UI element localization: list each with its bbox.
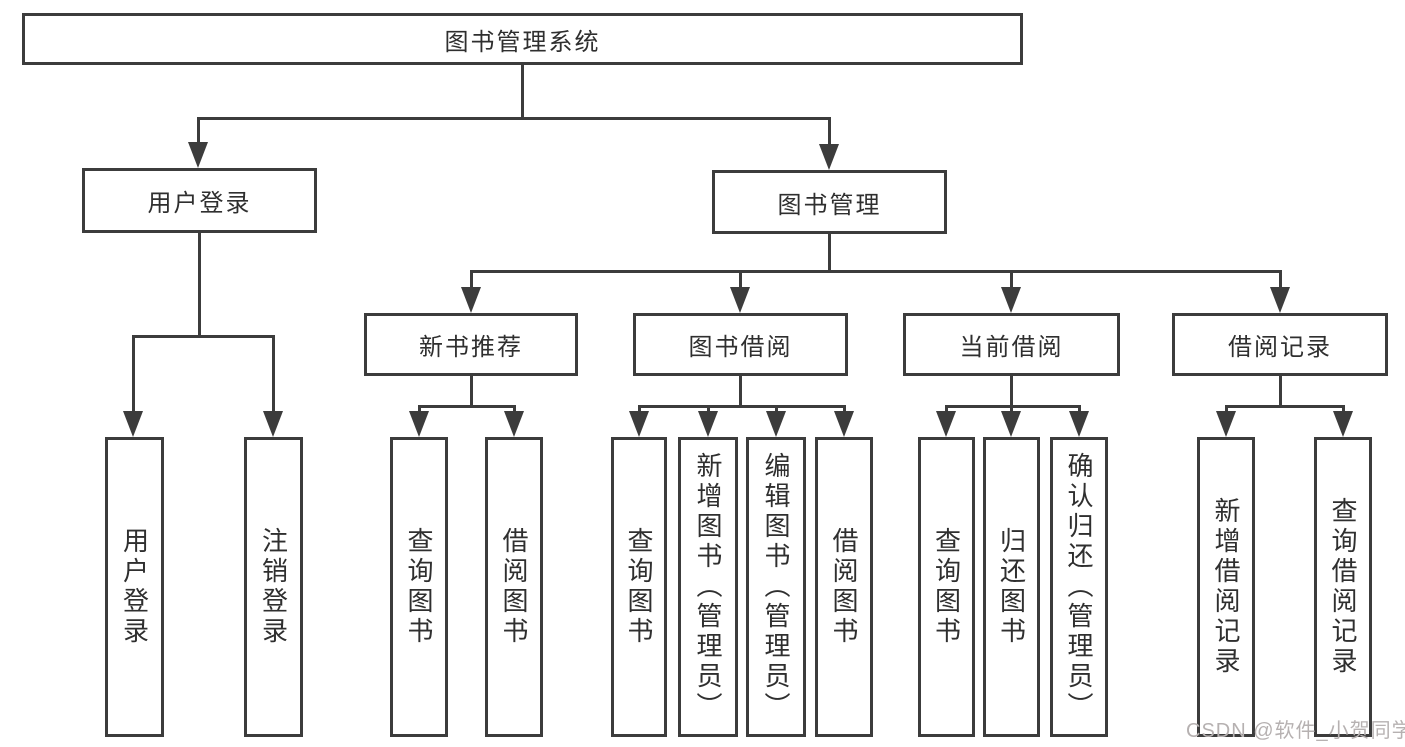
connector-arrow-shaft	[1077, 406, 1081, 415]
node-leaf-query-book-1: 查询图书	[390, 437, 448, 737]
arrow-down-icon	[730, 287, 750, 313]
connector-arrow-shaft	[271, 336, 275, 415]
arrow-down-icon	[936, 411, 956, 437]
node-book-mgmt: 图书管理	[712, 170, 947, 234]
connector-stem	[1009, 376, 1013, 406]
node-new-book-rec: 新书推荐	[364, 313, 578, 376]
connector-arrow-shaft	[512, 406, 516, 415]
node-leaf-query-book-3: 查询图书	[918, 437, 975, 737]
arrow-down-icon	[629, 411, 649, 437]
csdn-watermark: CSDN @软件_小贺同学	[1186, 720, 1405, 742]
node-label: 借阅图书	[499, 527, 529, 647]
node-label: 查询借阅记录	[1328, 497, 1358, 677]
node-borrow-records: 借阅记录	[1172, 313, 1388, 376]
connector-arrow-shaft	[1341, 406, 1345, 415]
arrow-down-icon	[409, 411, 429, 437]
node-label: 新增图书（管理员）	[693, 452, 723, 722]
connector-stem	[469, 376, 473, 406]
connector-stem	[738, 376, 742, 406]
arrow-down-icon	[1270, 287, 1290, 313]
connector-stem	[827, 234, 831, 271]
node-book-borrow: 图书借阅	[633, 313, 848, 376]
arrow-down-icon	[834, 411, 854, 437]
connector-arrow-shaft	[842, 406, 846, 415]
node-label: 查询图书	[404, 527, 434, 647]
node-label: 图书借阅	[688, 334, 793, 361]
arrow-down-icon	[766, 411, 786, 437]
node-label: 用户登录	[119, 527, 150, 647]
arrow-down-icon	[461, 287, 481, 313]
arrow-down-icon	[263, 411, 283, 437]
connector-stem	[1278, 376, 1282, 406]
node-label: 当前借阅	[959, 334, 1064, 361]
arrow-down-icon	[1001, 287, 1021, 313]
node-label: 编辑图书（管理员）	[761, 452, 791, 722]
node-leaf-user-login: 用户登录	[105, 437, 164, 737]
node-label: 借阅记录	[1228, 334, 1332, 361]
node-label: 用户登录	[147, 190, 252, 217]
connector-bar	[1224, 404, 1345, 408]
node-leaf-query-book-2: 查询图书	[611, 437, 667, 737]
node-leaf-borrow-book-1: 借阅图书	[485, 437, 543, 737]
connector-arrow-shaft	[1009, 271, 1013, 291]
node-root: 图书管理系统	[22, 13, 1023, 65]
connector-arrow-shaft	[944, 406, 948, 415]
connector-stem	[197, 233, 201, 336]
node-label: 借阅图书	[829, 527, 859, 647]
node-leaf-add-book: 新增图书（管理员）	[678, 437, 738, 737]
node-label: 查询图书	[624, 527, 654, 647]
connector-arrow-shaft	[738, 271, 742, 291]
node-leaf-logout: 注销登录	[244, 437, 303, 737]
node-label: 注销登录	[258, 527, 289, 647]
node-leaf-query-borrow-record: 查询借阅记录	[1314, 437, 1372, 737]
connector-arrow-shaft	[1278, 271, 1282, 291]
node-label: 图书管理系统	[444, 28, 601, 56]
connector-arrow-shaft	[131, 336, 135, 415]
arrow-down-icon	[188, 142, 208, 168]
arrow-down-icon	[504, 411, 524, 437]
node-user-login: 用户登录	[82, 168, 317, 233]
connector-arrow-shaft	[1224, 406, 1228, 415]
arrow-down-icon	[698, 411, 718, 437]
node-label: 新书推荐	[419, 334, 523, 361]
connector-stem	[520, 65, 524, 118]
connector-bar	[131, 334, 275, 338]
node-label: 归还图书	[996, 527, 1027, 647]
node-leaf-edit-book: 编辑图书（管理员）	[746, 437, 806, 737]
arrow-down-icon	[1001, 411, 1021, 437]
node-current-borrow: 当前借阅	[903, 313, 1120, 376]
connector-arrow-shaft	[827, 118, 831, 148]
connector-bar	[637, 404, 846, 408]
connector-bar	[417, 404, 516, 408]
node-leaf-return-book: 归还图书	[983, 437, 1040, 737]
connector-bar	[469, 269, 1282, 273]
arrow-down-icon	[1333, 411, 1353, 437]
arrow-down-icon	[1216, 411, 1236, 437]
node-leaf-add-borrow-record: 新增借阅记录	[1197, 437, 1255, 737]
arrow-down-icon	[1069, 411, 1089, 437]
node-label: 查询图书	[931, 527, 962, 647]
connector-arrow-shaft	[774, 406, 778, 415]
node-leaf-borrow-book-2: 借阅图书	[815, 437, 873, 737]
connector-arrow-shaft	[469, 271, 473, 291]
connector-bar	[196, 116, 831, 120]
arrow-down-icon	[123, 411, 143, 437]
node-label: 新增借阅记录	[1211, 497, 1241, 677]
node-label: 图书管理	[777, 191, 882, 219]
connector-arrow-shaft	[417, 406, 421, 415]
connector-arrow-shaft	[706, 406, 710, 415]
connector-arrow-shaft	[637, 406, 641, 415]
connector-arrow-shaft	[196, 118, 200, 146]
connector-arrow-shaft	[1009, 406, 1013, 415]
connector-bar	[944, 404, 1081, 408]
node-label: 确认归还（管理员）	[1064, 452, 1094, 722]
node-leaf-confirm-return: 确认归还（管理员）	[1050, 437, 1108, 737]
arrow-down-icon	[819, 144, 839, 170]
